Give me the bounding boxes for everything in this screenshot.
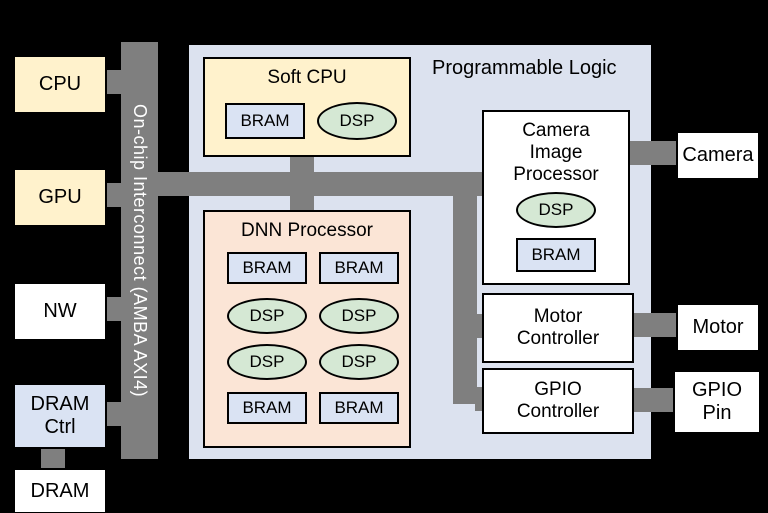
dnn-processor-block: DNN Processor BRAM BRAM DSP DSP DSP DSP … [203, 210, 411, 448]
camera-proc-title-line1: Camera [522, 120, 590, 141]
motor-controller-line1: Motor [533, 306, 583, 328]
dnn-dsp-3: DSP [227, 344, 307, 380]
camera-proc-dsp: DSP [516, 192, 596, 228]
connector-gpioctrl-gpiopin [630, 388, 673, 412]
onchip-interconnect-bar: On-chip Interconnect (AMBA AXI4) [121, 42, 158, 459]
nw-label: NW [43, 300, 77, 322]
dram-ctrl-label-line1: DRAM [30, 393, 90, 415]
dnn-processor-title: DNN Processor [241, 220, 373, 241]
dram-ctrl-block: DRAM Ctrl [13, 383, 107, 449]
dram-label: DRAM [30, 479, 90, 502]
soft-cpu-bram-label: BRAM [240, 111, 290, 130]
camera-proc-title-line3: Processor [513, 163, 599, 185]
dnn-dsp-4: DSP [319, 344, 399, 380]
soft-cpu-title: Soft CPU [267, 67, 347, 88]
gpio-controller-line1: GPIO [534, 379, 582, 401]
camera-image-processor-block: Camera Image Processor DSP BRAM [482, 110, 630, 285]
connector-dramctrl-dram [41, 445, 65, 468]
gpio-controller-line2: Controller [516, 401, 600, 422]
gpio-pin-block: GPIO Pin [673, 370, 761, 434]
dram-block: DRAM [13, 468, 107, 513]
programmable-logic-title: Programmable Logic [432, 57, 617, 79]
connector-nw-interconnect [103, 297, 121, 321]
connector-motorctrl-motor [630, 313, 676, 337]
cpu-label: CPU [38, 73, 82, 95]
motor-controller-block: Motor Controller [482, 293, 634, 363]
connector-cameraproc-camera [630, 141, 676, 165]
gpu-block: GPU [13, 168, 107, 227]
connector-softcpu-dnn [290, 156, 314, 211]
camera-label: Camera [682, 144, 754, 166]
dnn-dsp-1: DSP [227, 298, 307, 334]
camera-block: Camera [676, 131, 760, 180]
soft-cpu-bram: BRAM [225, 103, 305, 139]
connector-gpu-interconnect [103, 183, 121, 207]
dnn-dsp-2: DSP [319, 298, 399, 334]
gpio-pin-line2: Pin [702, 402, 732, 424]
connector-trunk-gpio [475, 387, 483, 411]
connector-trunk-motor [475, 314, 483, 338]
nw-block: NW [13, 282, 107, 341]
soft-cpu-dsp: DSP [317, 102, 397, 140]
motor-controller-line2: Controller [516, 328, 600, 349]
cpu-block: CPU [13, 55, 107, 114]
camera-proc-title-line2: Image [529, 141, 583, 163]
gpu-label: GPU [38, 186, 82, 208]
connector-interconnect-pl-main [158, 172, 482, 196]
soft-cpu-dsp-label: DSP [339, 111, 375, 130]
dram-ctrl-label-line2: Ctrl [44, 416, 76, 438]
soft-cpu-block: Soft CPU BRAM DSP [203, 57, 411, 157]
camera-proc-bram: BRAM [516, 238, 596, 272]
dnn-bram-4: BRAM [319, 392, 399, 424]
connector-pl-trunk [453, 172, 477, 404]
connector-cpu-interconnect [103, 70, 121, 94]
motor-label: Motor [692, 316, 744, 338]
dnn-bram-1: BRAM [227, 252, 307, 284]
gpio-controller-block: GPIO Controller [482, 368, 634, 434]
gpio-pin-line1: GPIO [691, 379, 742, 401]
motor-block: Motor [676, 303, 760, 352]
dnn-bram-2: BRAM [319, 252, 399, 284]
dnn-bram-3: BRAM [227, 392, 307, 424]
connector-dramctrl-interconnect [103, 402, 121, 426]
onchip-interconnect-label: On-chip Interconnect (AMBA AXI4) [130, 103, 150, 398]
